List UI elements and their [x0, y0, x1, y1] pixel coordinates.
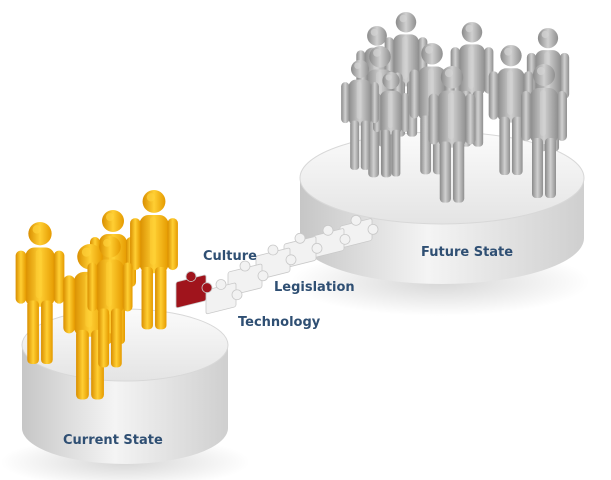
future-person-8: [521, 64, 567, 198]
current-state-group: [15, 190, 178, 400]
current-person-5: [87, 236, 133, 368]
puzzle-bridge: [175, 214, 379, 315]
future-state-label: Future State: [421, 245, 514, 260]
technology-label: Technology: [238, 315, 321, 330]
future-person-7: [488, 45, 534, 175]
puzzle-piece-7: [175, 271, 213, 309]
future-person-11: [341, 59, 379, 170]
current-person-3: [15, 222, 65, 365]
future-person-9: [428, 66, 476, 203]
puzzle-piece-5: [227, 260, 269, 297]
legislation-label: Legislation: [274, 280, 355, 295]
puzzle-piece-6: [205, 279, 243, 315]
future-state-group: [341, 12, 570, 203]
current-state-label: Current State: [63, 433, 163, 448]
future-person-10: [373, 72, 409, 177]
current-person-2: [130, 190, 178, 330]
culture-label: Culture: [203, 249, 257, 264]
